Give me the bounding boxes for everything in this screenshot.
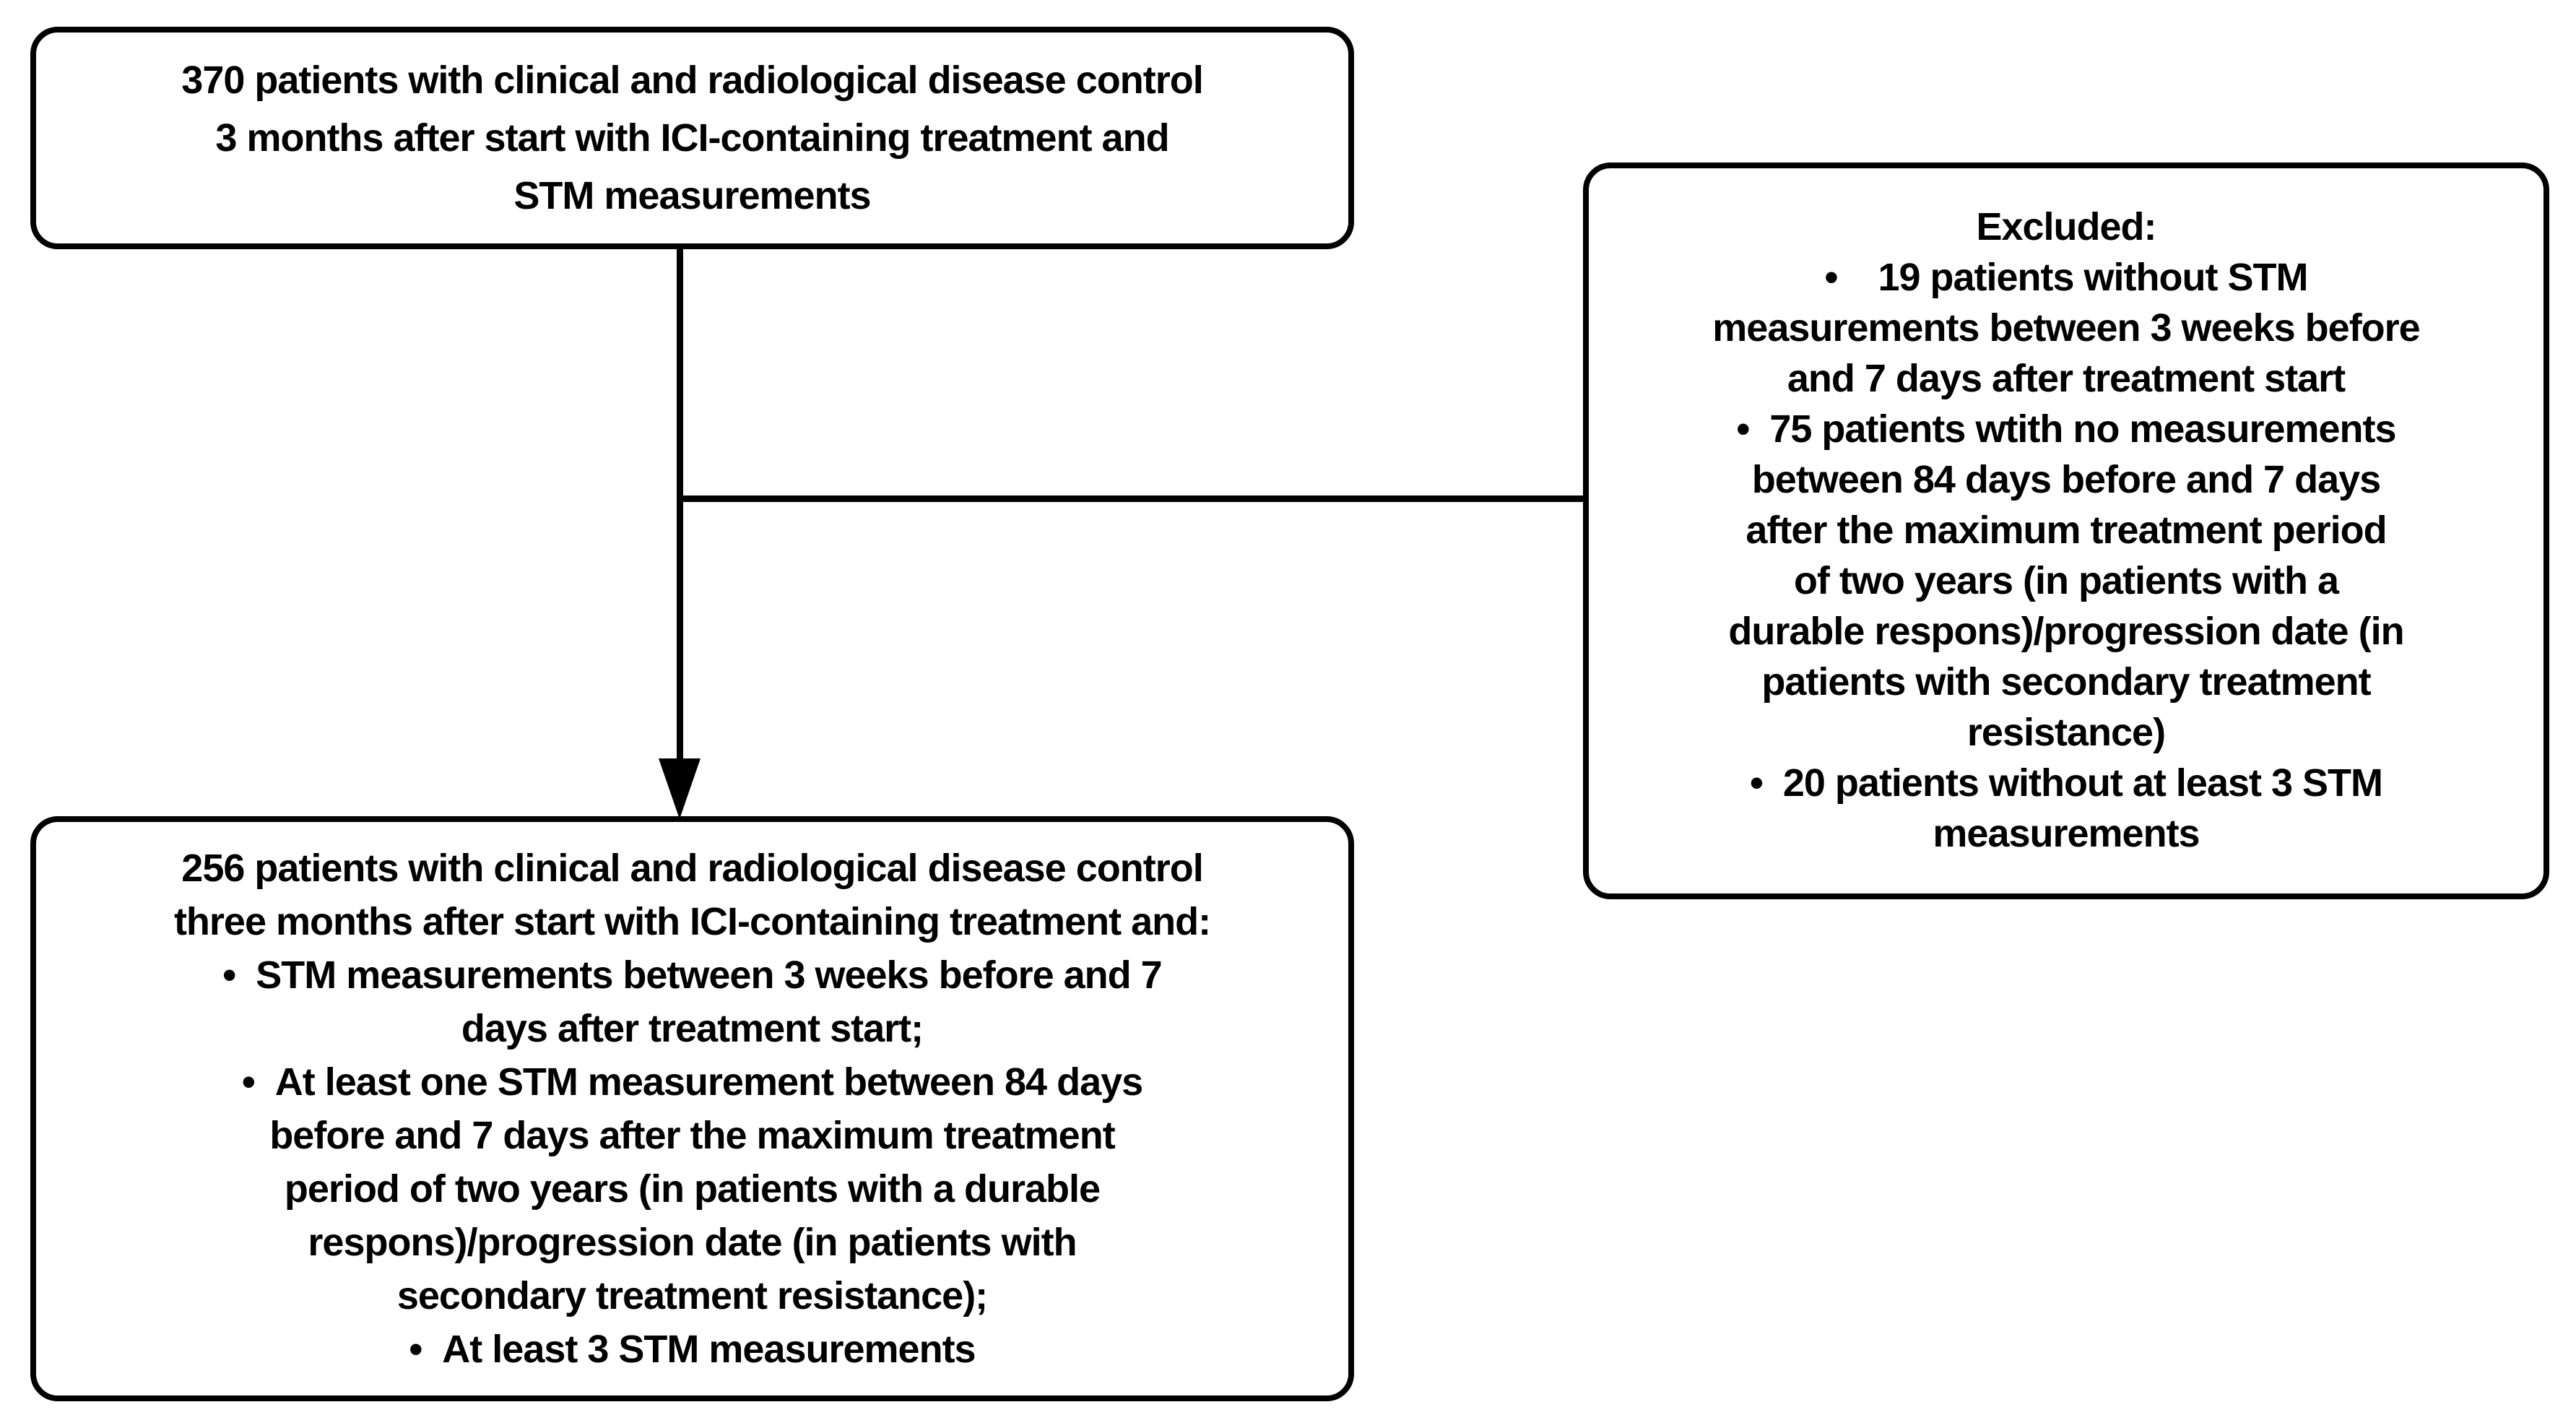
excluded-box: Excluded: • 19 patients without STM meas… (1583, 163, 2549, 899)
excluded-item-19-patients: • 19 patients without STM measurements b… (1712, 256, 2420, 400)
bottom-box-256-patients: 256 patients with clinical and radiologi… (30, 816, 1354, 1401)
excluded-item-20-patients: • 20 patients without at least 3 STM mea… (1749, 761, 2383, 855)
bottom-item-at-least-one-stm: • At least one STM measurement between 8… (241, 1060, 1143, 1317)
bottom-box-intro: 256 patients with clinical and radiologi… (173, 847, 1211, 943)
top-box-text: 370 patients with clinical and radiologi… (181, 59, 1203, 217)
excluded-box-title: Excluded: (1976, 205, 2156, 248)
bottom-item-at-least-3-stm: • At least 3 STM measurements (409, 1328, 976, 1371)
excluded-item-75-patients: • 75 patients wtith no measurements betw… (1728, 407, 2404, 754)
arrow-down-icon (659, 758, 701, 819)
connector-horizontal-line (677, 496, 1583, 502)
bottom-item-stm-measurements: • STM measurements between 3 weeks befor… (222, 953, 1162, 1050)
connector-vertical-line (677, 249, 683, 766)
top-box-370-patients: 370 patients with clinical and radiologi… (30, 27, 1354, 249)
